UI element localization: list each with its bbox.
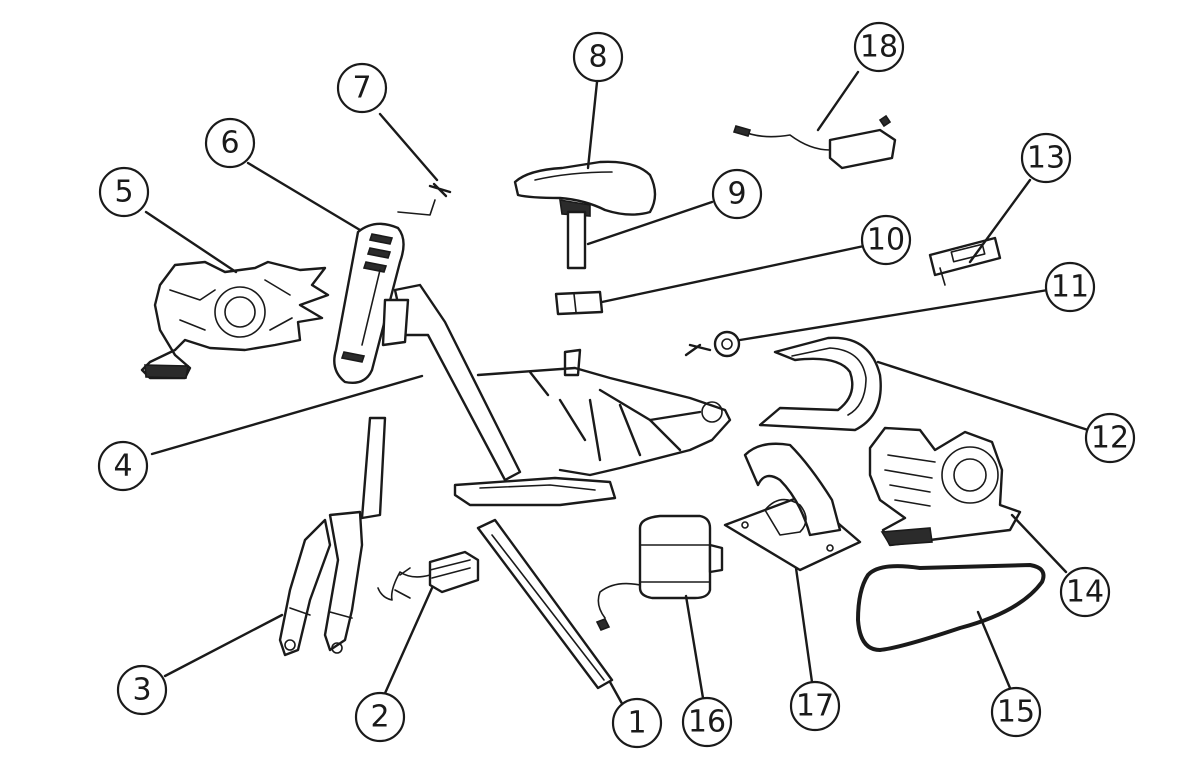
callout-4: 4 [97, 440, 149, 492]
callout-number: 1 [627, 706, 646, 741]
callout-7: 7 [336, 62, 388, 114]
part-seat [513, 160, 657, 217]
part-charger [732, 114, 897, 170]
callout-14: 14 [1059, 566, 1111, 618]
callout-18: 18 [853, 21, 905, 73]
leader-lines [144, 70, 1090, 720]
callout-8: 8 [572, 31, 624, 83]
callout-17: 17 [789, 680, 841, 732]
part-spring [397, 182, 452, 216]
part-seat-clamp [554, 290, 604, 316]
callout-3: 3 [116, 664, 168, 716]
callout-number: 12 [1091, 421, 1129, 456]
part-chain-guard [476, 518, 614, 690]
callout-12: 12 [1084, 412, 1136, 464]
callout-number: 4 [113, 449, 132, 484]
callout-9: 9 [711, 168, 763, 220]
part-battery-pack [377, 550, 480, 601]
callout-16: 16 [681, 696, 733, 748]
part-engine-cover [868, 426, 1022, 547]
callout-number: 8 [588, 40, 607, 75]
part-drive-belt [855, 562, 1046, 653]
part-side-panel [333, 222, 405, 384]
part-front-fork [278, 416, 387, 657]
callout-number: 7 [352, 71, 371, 106]
callout-13: 13 [1020, 132, 1072, 184]
callout-number: 15 [997, 695, 1035, 730]
callout-1: 1 [611, 697, 663, 749]
callout-number: 2 [370, 700, 389, 735]
part-knob [684, 330, 741, 358]
part-rear-fender [758, 336, 882, 432]
callout-number: 18 [860, 30, 898, 65]
part-motor-mount [723, 442, 862, 572]
callout-5: 5 [98, 166, 150, 218]
callout-number: 16 [688, 705, 726, 740]
callout-number: 6 [220, 126, 239, 161]
callout-2: 2 [354, 691, 406, 743]
callout-number: 10 [867, 223, 905, 258]
callout-number: 17 [796, 689, 834, 724]
callout-number: 11 [1051, 270, 1089, 305]
part-frame [381, 283, 732, 507]
callout-number: 3 [132, 673, 151, 708]
part-motor [597, 514, 724, 619]
part-seat-post [566, 210, 587, 270]
callout-number: 14 [1066, 575, 1104, 610]
callout-11: 11 [1044, 261, 1096, 313]
callout-10: 10 [860, 214, 912, 266]
callout-number: 13 [1027, 141, 1065, 176]
callout-number: 9 [727, 177, 746, 212]
callout-number: 5 [114, 175, 133, 210]
part-front-fairing [140, 260, 330, 380]
callout-6: 6 [204, 117, 256, 169]
callout-15: 15 [990, 686, 1042, 738]
part-bracket [928, 236, 1002, 286]
